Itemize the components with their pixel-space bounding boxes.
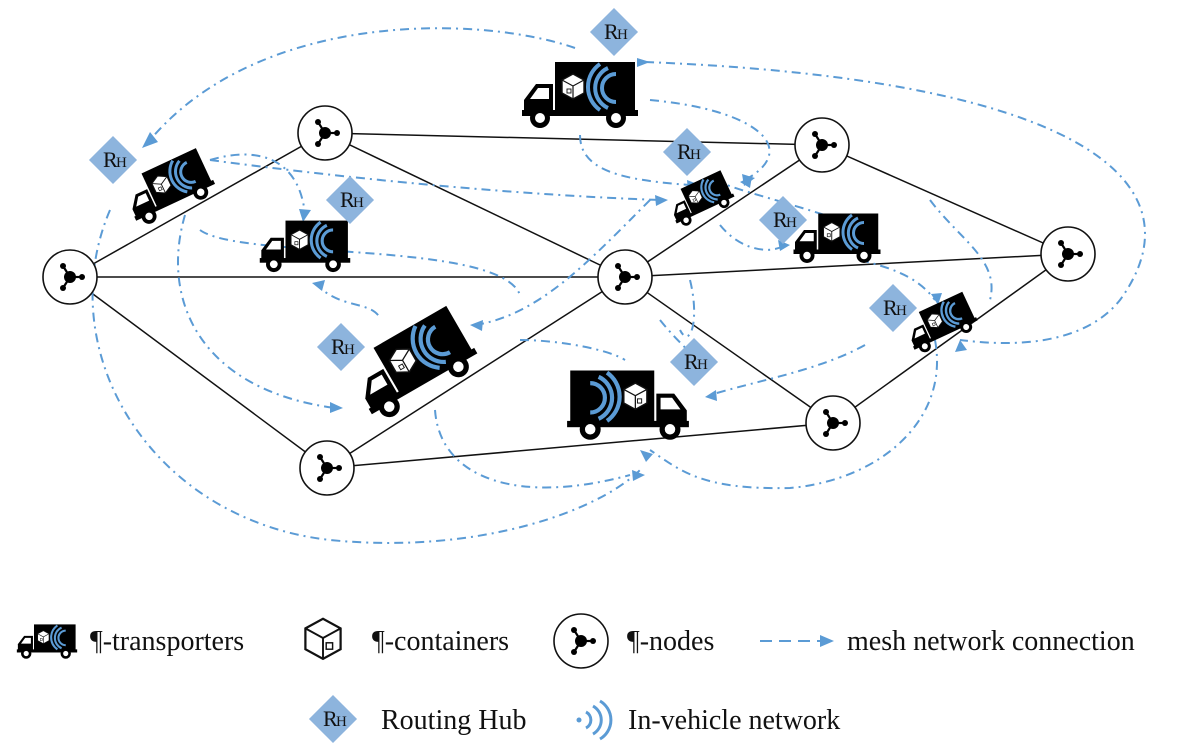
legend-routing-hub-label: Routing Hub	[381, 705, 526, 736]
topology-edges	[69, 132, 1069, 469]
legend-containers: ¶-containers	[304, 617, 509, 660]
truck-icon	[901, 291, 981, 356]
svg-text:H: H	[116, 155, 127, 171]
routing-hub-diamond-icon: R H	[308, 694, 358, 744]
mesh-arrowheads	[142, 58, 967, 481]
routing-hub-diamond-icon: R H	[589, 7, 639, 57]
routing-hub-diamond-icon: R H	[758, 195, 808, 245]
svg-text:H: H	[353, 195, 364, 211]
truck-icon	[664, 170, 737, 230]
svg-text:R: R	[773, 207, 788, 232]
truck-icon	[260, 221, 350, 272]
network-node-icon	[804, 394, 862, 452]
legend-mesh: mesh network connection	[760, 626, 1135, 657]
routing-hub-diamond-icon: R H	[325, 175, 375, 225]
truck-icon	[344, 304, 484, 425]
routing-hub-diamond-icon: R H	[868, 283, 918, 333]
network-node-icon	[793, 116, 851, 174]
svg-text:R: R	[684, 349, 699, 374]
routing-hub-diamond-icon: R H	[669, 337, 719, 387]
svg-text:H: H	[336, 714, 347, 730]
truck-icon	[794, 214, 881, 264]
svg-text:R: R	[883, 295, 898, 320]
svg-text:R: R	[340, 187, 355, 212]
legend-nodes-label: ¶-nodes	[627, 626, 714, 657]
svg-text:R: R	[323, 706, 338, 731]
legend-transporters: ¶-transporters	[17, 624, 244, 658]
routing-hub-diamond-icon: R H	[316, 322, 366, 372]
routing-hub-diamond-icon: R H	[88, 135, 138, 185]
truck-icon	[17, 624, 77, 658]
network-node-icon	[596, 248, 654, 306]
transporters	[119, 62, 981, 440]
legend-row-2: R H Routing Hub In-vehicle network	[308, 694, 840, 744]
svg-text:H: H	[690, 147, 701, 163]
svg-text:R: R	[604, 19, 619, 44]
wifi-signal-icon	[576, 699, 613, 741]
legend-in-vehicle-label: In-vehicle network	[628, 705, 840, 736]
legend: ¶-transporters ¶-containers ¶-nodes mesh…	[17, 612, 1135, 670]
svg-text:H: H	[786, 215, 797, 231]
svg-text:H: H	[344, 342, 355, 358]
svg-text:H: H	[896, 303, 907, 319]
legend-containers-label: ¶-containers	[372, 626, 509, 657]
network-node-icon	[298, 439, 356, 497]
legend-nodes: ¶-nodes	[552, 612, 714, 670]
svg-text:R: R	[103, 147, 118, 172]
network-node-icon	[296, 104, 354, 162]
truck-icon	[567, 371, 689, 440]
routing-hub-diamond-icon: R H	[662, 127, 712, 177]
legend-mesh-label: mesh network connection	[847, 626, 1135, 657]
routing-hubs: R H R H R H R H R H R H R	[88, 7, 918, 387]
svg-text:H: H	[617, 27, 628, 43]
network-node-icon	[1039, 225, 1097, 283]
network-node-icon	[552, 612, 610, 670]
svg-text:H: H	[697, 357, 708, 373]
truck-icon	[522, 62, 638, 128]
network-node-icon	[41, 248, 99, 306]
legend-transporters-label: ¶-transporters	[90, 626, 244, 657]
svg-text:R: R	[331, 334, 346, 359]
svg-text:R: R	[677, 139, 692, 164]
container-box-icon	[304, 617, 342, 660]
